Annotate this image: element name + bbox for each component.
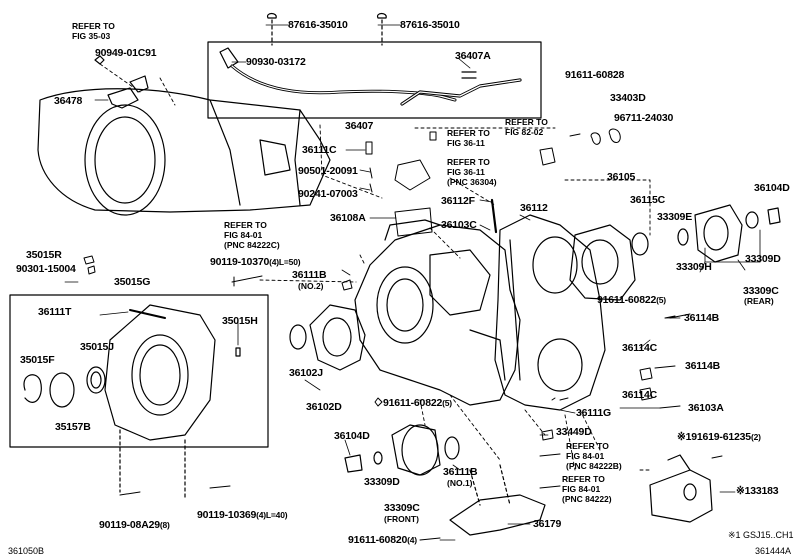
clutch-housing-35015G bbox=[104, 304, 216, 441]
part-36102j: 36102J bbox=[289, 367, 323, 379]
part-35015g: 35015G bbox=[114, 276, 151, 288]
part-90119-10369: 90119-10369(4)L=40) bbox=[197, 509, 288, 521]
part-36112f: 36112F bbox=[441, 195, 475, 207]
actuator-33183 bbox=[649, 454, 713, 523]
part-33309c-rear: 33309C bbox=[743, 285, 779, 297]
qty-2: (2) bbox=[750, 432, 761, 442]
length-note-50: (4)L=50) bbox=[269, 257, 301, 267]
part-91611-60822-a: 91611-60822(5) bbox=[597, 294, 666, 306]
part-91611-60828: 91611-60828 bbox=[565, 69, 625, 81]
part-35015h: 35015H bbox=[222, 315, 258, 327]
refer-fig-84-01-a: REFER TO FIG 84-01 (PNC 84222C) bbox=[224, 220, 280, 250]
part-87616-35010-right: 87616-35010 bbox=[400, 19, 460, 31]
front-flange bbox=[391, 424, 460, 476]
note-no2: (NO.2) bbox=[298, 281, 324, 291]
part-90241-07003: 90241-07003 bbox=[298, 188, 358, 200]
part-35157b: 35157B bbox=[55, 421, 91, 433]
protector-36179 bbox=[449, 494, 546, 536]
refer-fig-84-01-c: REFER TO FIG 84-01 (PNC 84222) bbox=[562, 474, 612, 504]
part-36179: 36179 bbox=[533, 518, 562, 530]
part-36478: 36478 bbox=[54, 95, 83, 107]
part-90301-15004: 90301-15004 bbox=[16, 263, 76, 275]
part-91619-61235: ※191619-61235(2) bbox=[677, 431, 761, 443]
clutch-housing-box bbox=[9, 294, 269, 448]
refer-fig-36-11-a: REFER TO FIG 36-11 bbox=[447, 128, 490, 148]
footnote-gsj15: ※1 GSJ15..CH1 bbox=[728, 530, 794, 540]
note-front: (FRONT) bbox=[384, 514, 419, 524]
transfer-case-body bbox=[354, 219, 521, 406]
bracket-36478 bbox=[107, 87, 139, 109]
snap-ring bbox=[23, 374, 42, 403]
part-36111b-bottom: 36111B bbox=[443, 466, 478, 478]
part-90949-01c91: 90949-01C91 bbox=[95, 47, 157, 59]
part-35015r: 35015R bbox=[26, 249, 62, 261]
part-33309c-front: 33309C bbox=[384, 502, 420, 514]
rear-retainer-36105 bbox=[569, 224, 649, 301]
part-90501-20091: 90501-20091 bbox=[298, 165, 358, 177]
part-36103a: 36103A bbox=[688, 402, 724, 414]
note-rear: (REAR) bbox=[744, 296, 774, 306]
part-33403d: 33403D bbox=[610, 92, 646, 104]
part-36111g: 36111G bbox=[576, 407, 612, 419]
part-36102d: 36102D bbox=[306, 401, 342, 413]
bolts bbox=[83, 128, 723, 541]
part-36114b-b: 36114B bbox=[685, 360, 721, 372]
part-90119-08a29: 90119-08A29(8) bbox=[99, 519, 170, 531]
part-33309h: 33309H bbox=[676, 261, 712, 273]
length-note-40: (4)L=40) bbox=[256, 510, 288, 520]
part-91611-60820: 91611-60820(4) bbox=[348, 534, 417, 546]
refer-fig-84-01-b: REFER TO FIG 84-01 (PNC 84222B) bbox=[566, 441, 622, 471]
part-36105: 36105 bbox=[607, 171, 636, 183]
part-36407a: 36407A bbox=[455, 50, 491, 62]
qty-5-a: (5) bbox=[656, 295, 666, 305]
vent-hose-box bbox=[207, 41, 542, 119]
leader-lines bbox=[99, 63, 651, 471]
label-leaders bbox=[64, 24, 746, 541]
qty-5-b: (5) bbox=[442, 398, 452, 408]
part-36111t: 36111T bbox=[38, 306, 72, 318]
part-36103c: 36103C bbox=[441, 219, 477, 231]
front-retainer-36102 bbox=[309, 304, 366, 371]
part-36104d-rear: 36104D bbox=[754, 182, 790, 194]
part-90119-10370: 90119-10370(4)L=50) bbox=[210, 256, 301, 268]
seal-36102J bbox=[289, 324, 307, 350]
part-35015f: 35015F bbox=[20, 354, 55, 366]
part-33309d-rear: 33309D bbox=[745, 253, 781, 265]
part-36115c: 36115C bbox=[630, 194, 666, 206]
refer-fig-36-11-b: REFER TO FIG 36-11 (PNC 36304) bbox=[447, 157, 497, 187]
part-36114c-a: 36114C bbox=[622, 342, 658, 354]
part-36111b-top: 36111B bbox=[292, 269, 327, 281]
refer-fig-82-02: REFER TO FIG 82-02 bbox=[505, 117, 548, 137]
part-33309e: 33309E bbox=[657, 211, 693, 223]
rear-cover-36112 bbox=[494, 214, 606, 411]
illustration-code-right: 361444A bbox=[755, 546, 792, 556]
part-36108a: 36108A bbox=[330, 212, 366, 224]
qty-4: (4) bbox=[407, 535, 417, 545]
part-90930-03172: 90930-03172 bbox=[246, 56, 306, 68]
part-36111c: 36111C bbox=[302, 144, 337, 156]
part-36112: 36112 bbox=[520, 202, 548, 214]
vent-plug bbox=[219, 47, 239, 69]
part-36114c-b: 36114C bbox=[622, 389, 658, 401]
part-33183: ※133183 bbox=[736, 485, 779, 497]
part-35015j: 35015J bbox=[80, 341, 114, 353]
part-36407: 36407 bbox=[345, 120, 374, 132]
part-96711-24030: 96711-24030 bbox=[614, 112, 674, 124]
part-91611-60822-b: 91611-60822(5) bbox=[383, 397, 452, 409]
transmission-outline bbox=[37, 88, 331, 216]
part-33309d-front: 33309D bbox=[364, 476, 400, 488]
qty-8: (8) bbox=[159, 520, 170, 530]
bearing-35157B bbox=[49, 372, 75, 408]
illustration-code-left: 361050B bbox=[8, 546, 45, 556]
part-87616-35010-left: 87616-35010 bbox=[288, 19, 348, 31]
seal-35015J bbox=[86, 366, 106, 394]
part-33449d: 33449D bbox=[556, 426, 592, 438]
rear-flange bbox=[677, 204, 781, 263]
refer-fig-35-03: REFER TO FIG 35-03 bbox=[72, 21, 115, 41]
note-no1: (NO.1) bbox=[447, 478, 473, 488]
part-36104d-front: 36104D bbox=[334, 430, 370, 442]
part-36114b-a: 36114B bbox=[684, 312, 720, 324]
